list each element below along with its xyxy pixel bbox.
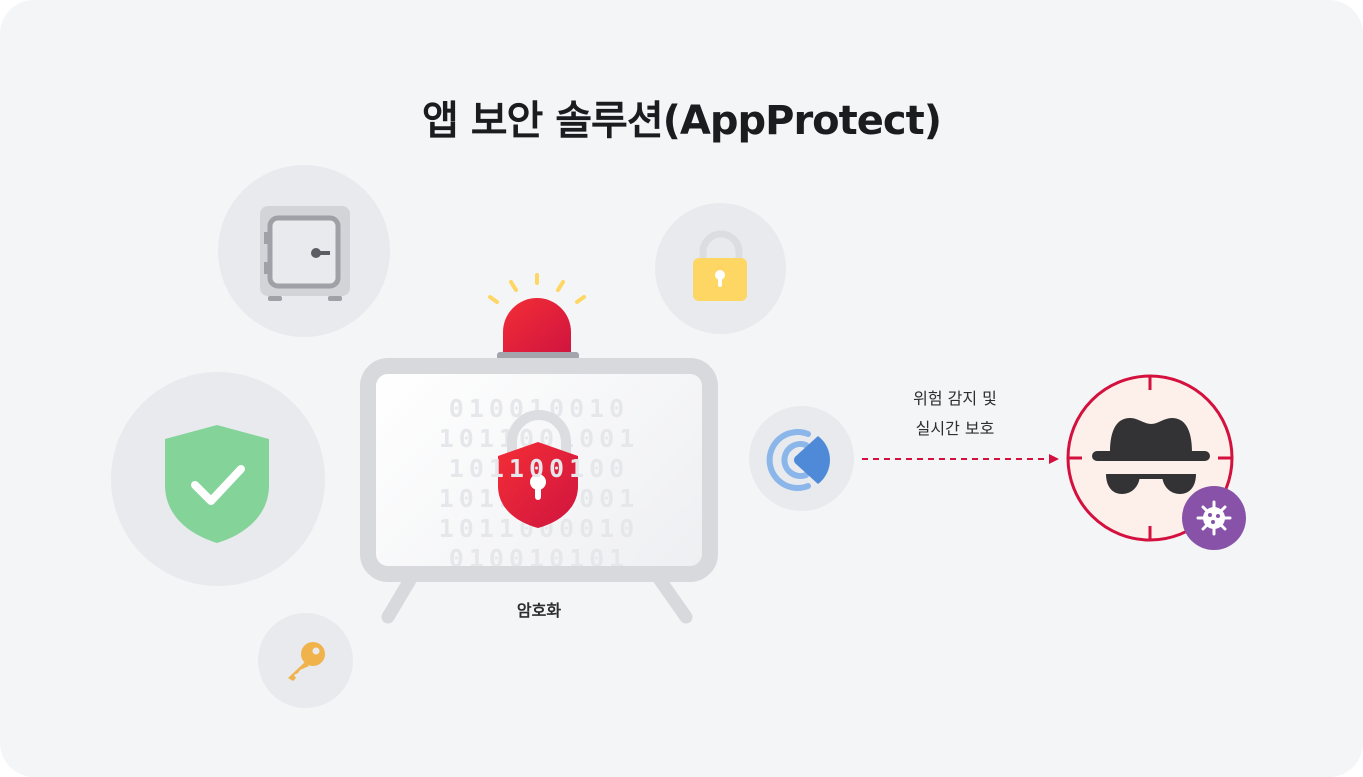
hacker-icon (1092, 418, 1210, 494)
dashed-arrow (862, 454, 1059, 464)
binary-row: 101100100 (448, 454, 630, 483)
shield-lock-icon (498, 410, 578, 528)
binary-row: 010010101 (448, 544, 630, 573)
monitor-legs (381, 573, 693, 624)
padlock-icon (693, 230, 747, 301)
detection-label-line2: 실시간 보호 (915, 419, 995, 438)
alarm-siren-icon (488, 273, 586, 360)
encryption-label: 암호화 (516, 601, 562, 620)
key-icon (288, 642, 325, 681)
virus-icon (1182, 486, 1246, 550)
safe-icon (260, 206, 350, 301)
detection-label-line1: 위험 감지 및 (913, 389, 997, 408)
signal-icon (766, 429, 830, 491)
shield-check-icon (165, 425, 269, 543)
page-title: 앱 보안 솔루션(AppProtect) (421, 98, 942, 144)
